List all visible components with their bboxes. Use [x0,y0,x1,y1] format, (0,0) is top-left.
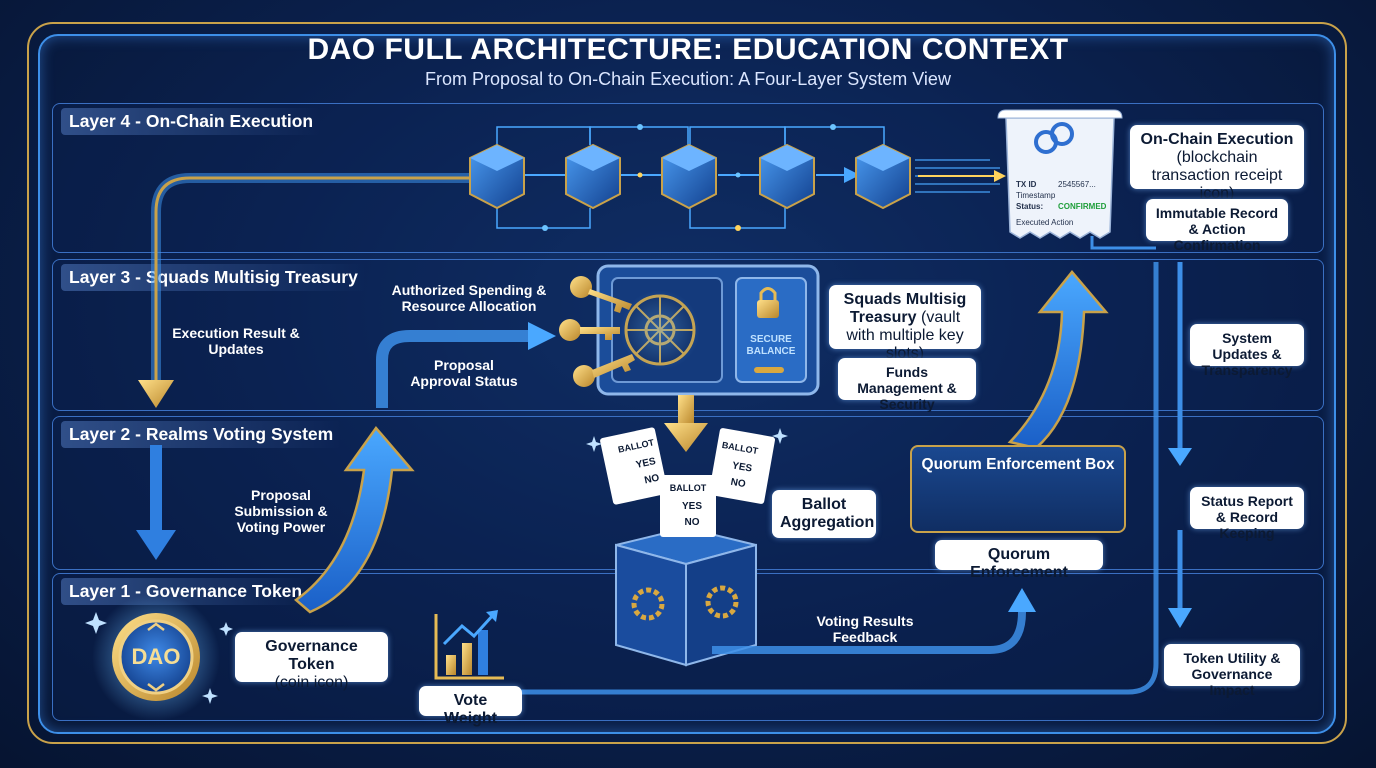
proposal-submission-label: Proposal Submission & Voting Power [234,487,328,535]
receipt-status-value: CONFIRMED [1058,202,1107,211]
multisig-vault-icon [596,264,820,396]
right-down-arrows [1090,236,1192,628]
vote-weight-chart-icon [434,610,504,680]
status-report-callout: Status Report & Record Keeping [1190,487,1304,541]
ballot-aggregation-callout: Ballot Aggregation [772,490,876,538]
blockchain-chain [469,124,1006,231]
ballot-yes: YES [681,501,702,512]
immutable-record-callout: Immutable Record & Action Confirmation [1146,199,1288,253]
ballot-no: NO [684,517,700,528]
onchain-execution-desc: (blockchain transaction receipt icon) [1151,149,1283,202]
quorum-up-arrow [1007,270,1109,450]
layer-3-label: Layer 3 - Squads Multisig Treasury [61,264,366,291]
block-cube [759,143,815,210]
execution-result-label: Execution Result & Updates [172,325,300,357]
onchain-execution-callout: On-Chain Execution (blockchain transacti… [1130,125,1304,202]
key-icon [570,276,632,313]
receipt-action-label: Executed Action [1016,218,1074,227]
dao-coin-icon [92,593,220,721]
ballot-paper [600,427,668,505]
key-icon [573,354,635,387]
quorum-box-title: Quorum Enforcement Box [921,456,1115,473]
token-utility-callout: Token Utility & Governance Impact [1164,644,1300,698]
squads-treasury-callout: Squads Multisig Treasury (vault with mul… [829,285,981,362]
receipt-timestamp-label: Timestamp [1016,191,1056,200]
governance-token-callout: Governance Token (coin icon) [235,632,388,691]
vault-secure-balance: SECURE BALANCE [746,334,796,357]
token-utility-loop [460,262,1159,695]
squads-treasury-desc: (vault with multiple key slots) [846,309,964,362]
ballot-paper [708,428,776,504]
quorum-enforcement-callout: Quorum Enforcement [935,540,1103,581]
block-cube [469,143,525,210]
authorized-spending-label: Authorized Spending & Resource Allocatio… [391,282,547,314]
layer-1-label: Layer 1 - Governance Token [61,578,311,605]
coin-text: DAO [131,644,181,669]
squads-treasury-title: Squads Multisig Treasury [843,291,967,326]
vote-weight-callout: Vote Weight [419,686,522,727]
layer2-down-arrow [136,445,176,560]
inner-blue-frame [38,34,1336,734]
block-cube [565,143,621,210]
system-updates-callout: System Updates & Transparency [1190,324,1304,378]
page-title: DAO FULL ARCHITECTURE: EDUCATION CONTEXT [307,33,1069,66]
layer-2-label: Layer 2 - Realms Voting System [61,421,342,448]
ballot-paper [660,475,716,537]
outer-gold-frame [27,22,1347,744]
execution-result-arrow [138,173,470,408]
transaction-receipt-icon [997,109,1123,239]
governance-token-title: Governance Token [265,638,358,673]
layer-4-label: Layer 4 - On-Chain Execution [61,108,322,135]
proposal-submission-arrow [293,425,415,614]
block-cube [661,143,717,210]
funds-management-callout: Funds Management & Security [838,358,976,412]
receipt-txid-label: TX ID [1016,180,1037,189]
receipt-txid-value: 2545567... [1058,180,1096,189]
page-subtitle: From Proposal to On-Chain Execution: A F… [425,69,951,89]
voting-results-arrow [712,588,1036,654]
receipt-status-label: Status: [1016,202,1044,211]
sparkle-icons [85,428,788,704]
ballot-box-icon [615,526,757,667]
proposal-approval-label: Proposal Approval Status [410,357,518,389]
proposal-approval-arrow [376,322,556,408]
vault-to-ballot-arrow [664,395,708,452]
governance-token-desc: (coin icon) [274,674,349,691]
ballot-heading: BALLOT [669,483,707,493]
key-icon [559,319,620,341]
quorum-enforcement-box: Quorum Enforcement Box [910,445,1126,533]
voting-results-label: Voting Results Feedback [816,613,914,645]
block-cube [855,143,911,210]
onchain-execution-title: On-Chain Execution [1140,131,1294,148]
